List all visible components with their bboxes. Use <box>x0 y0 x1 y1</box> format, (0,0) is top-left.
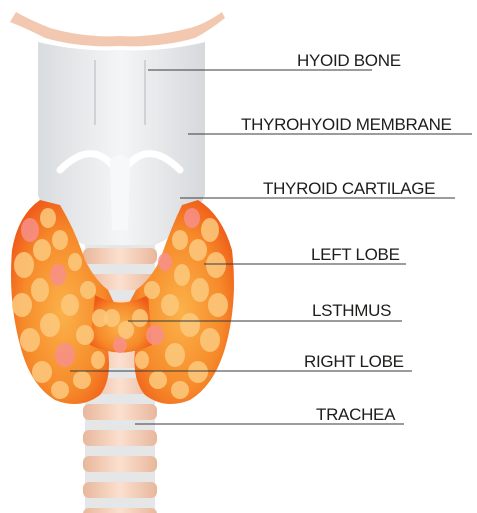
lobule <box>144 281 160 299</box>
lobule <box>132 309 148 327</box>
trachea-ring <box>83 482 157 498</box>
lobule <box>80 281 96 299</box>
lobule <box>32 361 52 383</box>
lobule <box>146 325 164 345</box>
lobule <box>52 230 68 250</box>
label-trachea: TRACHEA <box>316 405 396 424</box>
lobule <box>161 294 179 316</box>
lobule <box>118 321 134 339</box>
lobule <box>201 218 219 242</box>
lobule <box>165 343 185 367</box>
lobule <box>189 239 207 261</box>
lobule <box>68 253 82 271</box>
lobule <box>135 351 149 369</box>
label-thyroid-cartilage: THYROID CARTILAGE <box>263 179 435 198</box>
trachea-ring <box>83 248 157 264</box>
lobule <box>184 208 200 228</box>
lobule <box>31 278 49 302</box>
labels: HYOID BONE THYROHYOID MEMBRANE THYROID C… <box>241 51 452 424</box>
lobule <box>20 328 40 352</box>
lobule <box>76 325 94 345</box>
lobule <box>61 294 79 316</box>
trachea-ring <box>83 404 157 420</box>
lobule <box>104 309 120 327</box>
label-right-lobe: RIGHT LOBE <box>304 352 404 371</box>
lobule <box>174 264 190 286</box>
lobule <box>12 293 32 317</box>
lobule <box>73 371 91 389</box>
lobule <box>91 351 105 369</box>
lobule <box>50 264 66 286</box>
lobule <box>171 381 189 399</box>
lobule <box>180 313 200 337</box>
lobule <box>172 230 188 250</box>
lobule <box>206 252 226 278</box>
trachea-ring <box>83 430 157 446</box>
label-thyrohyoid-membrane: THYROHYOID MEMBRANE <box>241 115 452 134</box>
lobule <box>55 343 75 367</box>
label-left-lobe: LEFT LOBE <box>311 245 400 264</box>
lobule <box>191 278 209 302</box>
lobule <box>158 253 172 271</box>
lobule <box>33 239 51 261</box>
lobule <box>200 328 220 352</box>
lobule <box>21 218 39 242</box>
lobule <box>113 337 127 353</box>
lobule <box>40 208 56 228</box>
lobule <box>14 252 34 278</box>
lobule <box>149 371 167 389</box>
lobule <box>51 381 69 399</box>
label-isthmus: LSTHMUS <box>312 301 391 320</box>
lobule <box>208 293 228 317</box>
label-hyoid-bone: HYOID BONE <box>297 51 401 70</box>
lobule <box>188 361 208 383</box>
trachea-ring <box>83 456 157 472</box>
trachea-ring <box>83 508 157 513</box>
hyoid-bone <box>10 12 225 46</box>
lobule <box>40 313 60 337</box>
